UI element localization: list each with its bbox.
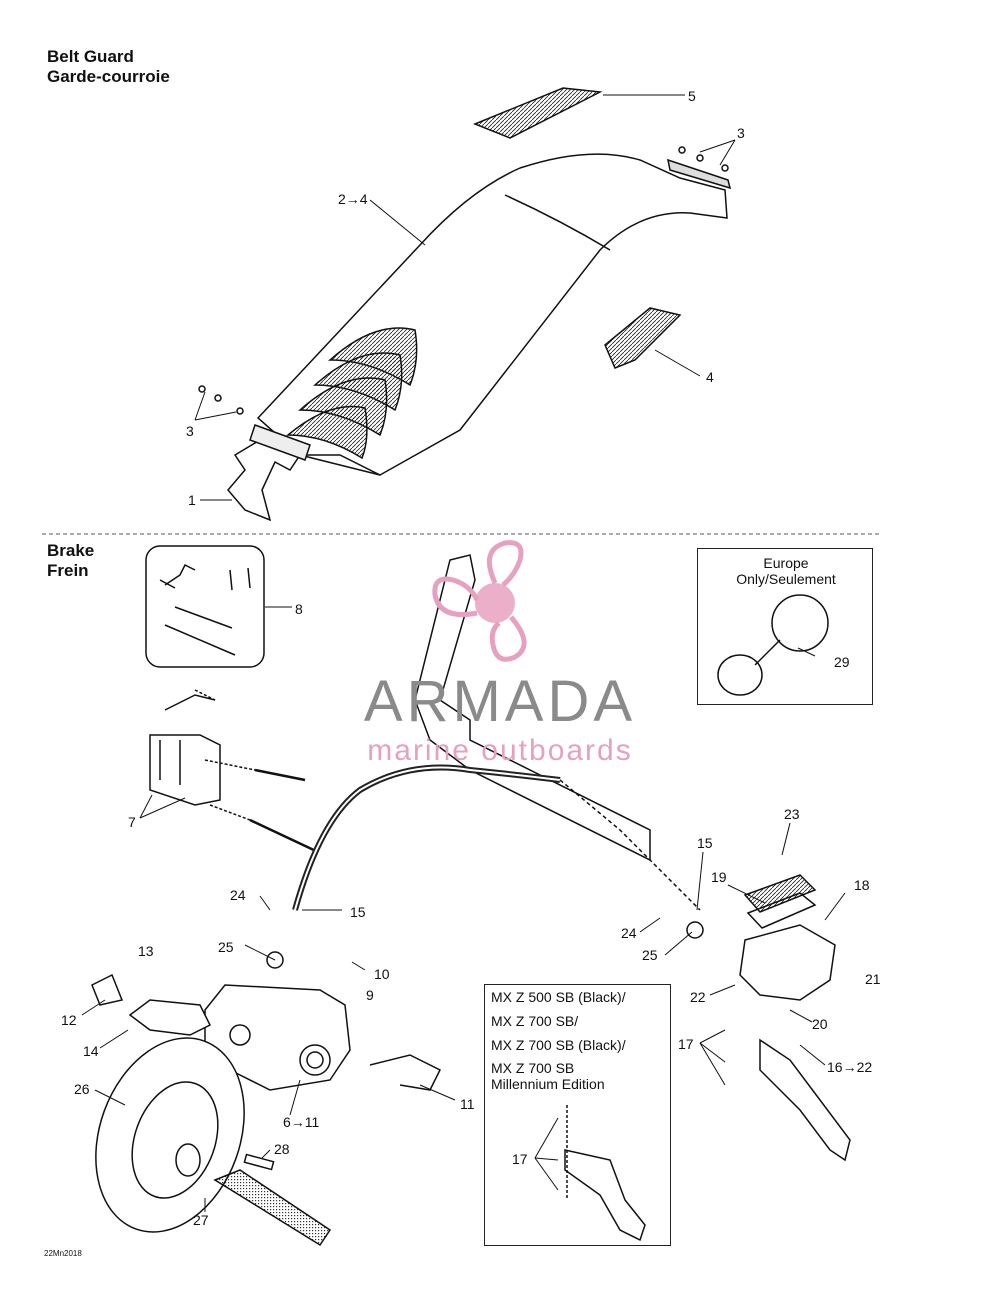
callout-26: 26 bbox=[74, 1081, 90, 1097]
callout-17: 17 bbox=[678, 1036, 694, 1052]
callout-22: 22 bbox=[690, 989, 706, 1005]
callout-17-inset: 17 bbox=[512, 1151, 528, 1167]
callout-8: 8 bbox=[295, 601, 303, 617]
kit-8-box bbox=[145, 545, 265, 668]
callout-20: 20 bbox=[812, 1016, 828, 1032]
belt-guard-title-fr: Garde-courroie bbox=[47, 67, 170, 86]
brake-title: Brake Frein bbox=[47, 541, 94, 581]
brake-title-fr: Frein bbox=[47, 561, 89, 580]
bracket-7 bbox=[149, 734, 221, 806]
callout-29: 29 bbox=[834, 654, 850, 670]
decal-4 bbox=[604, 307, 682, 369]
watermark-tagline: marine outboards bbox=[367, 734, 633, 767]
callout-1: 1 bbox=[188, 492, 196, 508]
vent-4 bbox=[285, 405, 368, 460]
bolt-12 bbox=[91, 973, 124, 1006]
model-line-4: MX Z 700 SB bbox=[491, 1060, 575, 1076]
callout-23: 23 bbox=[784, 806, 800, 822]
callout-7: 7 bbox=[128, 814, 136, 830]
callout-9: 9 bbox=[366, 987, 374, 1003]
callout-25-right: 25 bbox=[642, 947, 658, 963]
callout-25-left: 25 bbox=[218, 939, 234, 955]
models-inset: MX Z 500 SB (Black)/ MX Z 700 SB/ MX Z 7… bbox=[484, 984, 671, 1246]
model-line-2: MX Z 700 SB/ bbox=[491, 1013, 579, 1029]
handlebar bbox=[414, 554, 651, 862]
leader-lines bbox=[81, 94, 846, 1212]
decal-5 bbox=[473, 87, 603, 139]
cover-19 bbox=[743, 874, 817, 913]
callout-16-22: 16→22 bbox=[827, 1059, 873, 1075]
watermark-propeller-logo bbox=[432, 540, 527, 662]
shaft bbox=[213, 1169, 332, 1247]
callout-24-left: 24 bbox=[230, 887, 246, 903]
master-cylinder bbox=[739, 924, 836, 1001]
callout-27: 27 bbox=[193, 1212, 209, 1228]
inset-lever bbox=[564, 1149, 646, 1242]
pivot-arm bbox=[128, 999, 212, 1036]
brake-disc bbox=[95, 1037, 245, 1233]
callout-15-right: 15 bbox=[697, 835, 713, 851]
model-line-1: MX Z 500 SB (Black)/ bbox=[491, 989, 626, 1005]
brake-lever bbox=[759, 1038, 851, 1162]
callout-15-left: 15 bbox=[350, 904, 366, 920]
callout-19: 19 bbox=[711, 869, 727, 885]
belt-guard-title-en: Belt Guard bbox=[47, 47, 134, 66]
callout-24-right: 24 bbox=[621, 925, 637, 941]
callout-11: 11 bbox=[460, 1096, 475, 1112]
callout-6-11: 6→11 bbox=[283, 1114, 320, 1130]
callout-18: 18 bbox=[854, 877, 870, 893]
callout-12: 12 bbox=[61, 1012, 77, 1028]
europe-line-1: Europe bbox=[763, 555, 809, 571]
callout-21: 21 bbox=[865, 971, 881, 987]
callout-13: 13 bbox=[138, 943, 154, 959]
callout-4: 4 bbox=[706, 369, 714, 385]
belt-guard-drawing bbox=[198, 87, 732, 522]
callout-28: 28 bbox=[274, 1141, 290, 1157]
model-line-5: Millennium Edition bbox=[491, 1076, 605, 1092]
callout-14: 14 bbox=[83, 1043, 99, 1059]
brake-title-en: Brake bbox=[47, 541, 95, 560]
horn-bulb-29 bbox=[771, 594, 829, 652]
callout-3-left: 3 bbox=[186, 423, 194, 439]
figure-code: 22Mn2018 bbox=[44, 1249, 82, 1258]
brake-line-11 bbox=[369, 1054, 442, 1091]
model-line-3: MX Z 700 SB (Black)/ bbox=[491, 1037, 626, 1053]
callout-2-4: 2→4 bbox=[338, 191, 368, 207]
brake-drawing bbox=[91, 545, 851, 1247]
key-28 bbox=[243, 1153, 275, 1171]
belt-guard-title: Belt Guard Garde-courroie bbox=[47, 47, 170, 87]
callout-3-top: 3 bbox=[737, 125, 745, 141]
europe-only-inset: Europe Only/Seulement bbox=[697, 548, 873, 705]
europe-line-2: Only/Seulement bbox=[736, 571, 836, 587]
callout-10: 10 bbox=[374, 966, 390, 982]
watermark-brand: ARMADA bbox=[363, 669, 637, 734]
callout-5: 5 bbox=[688, 88, 696, 104]
